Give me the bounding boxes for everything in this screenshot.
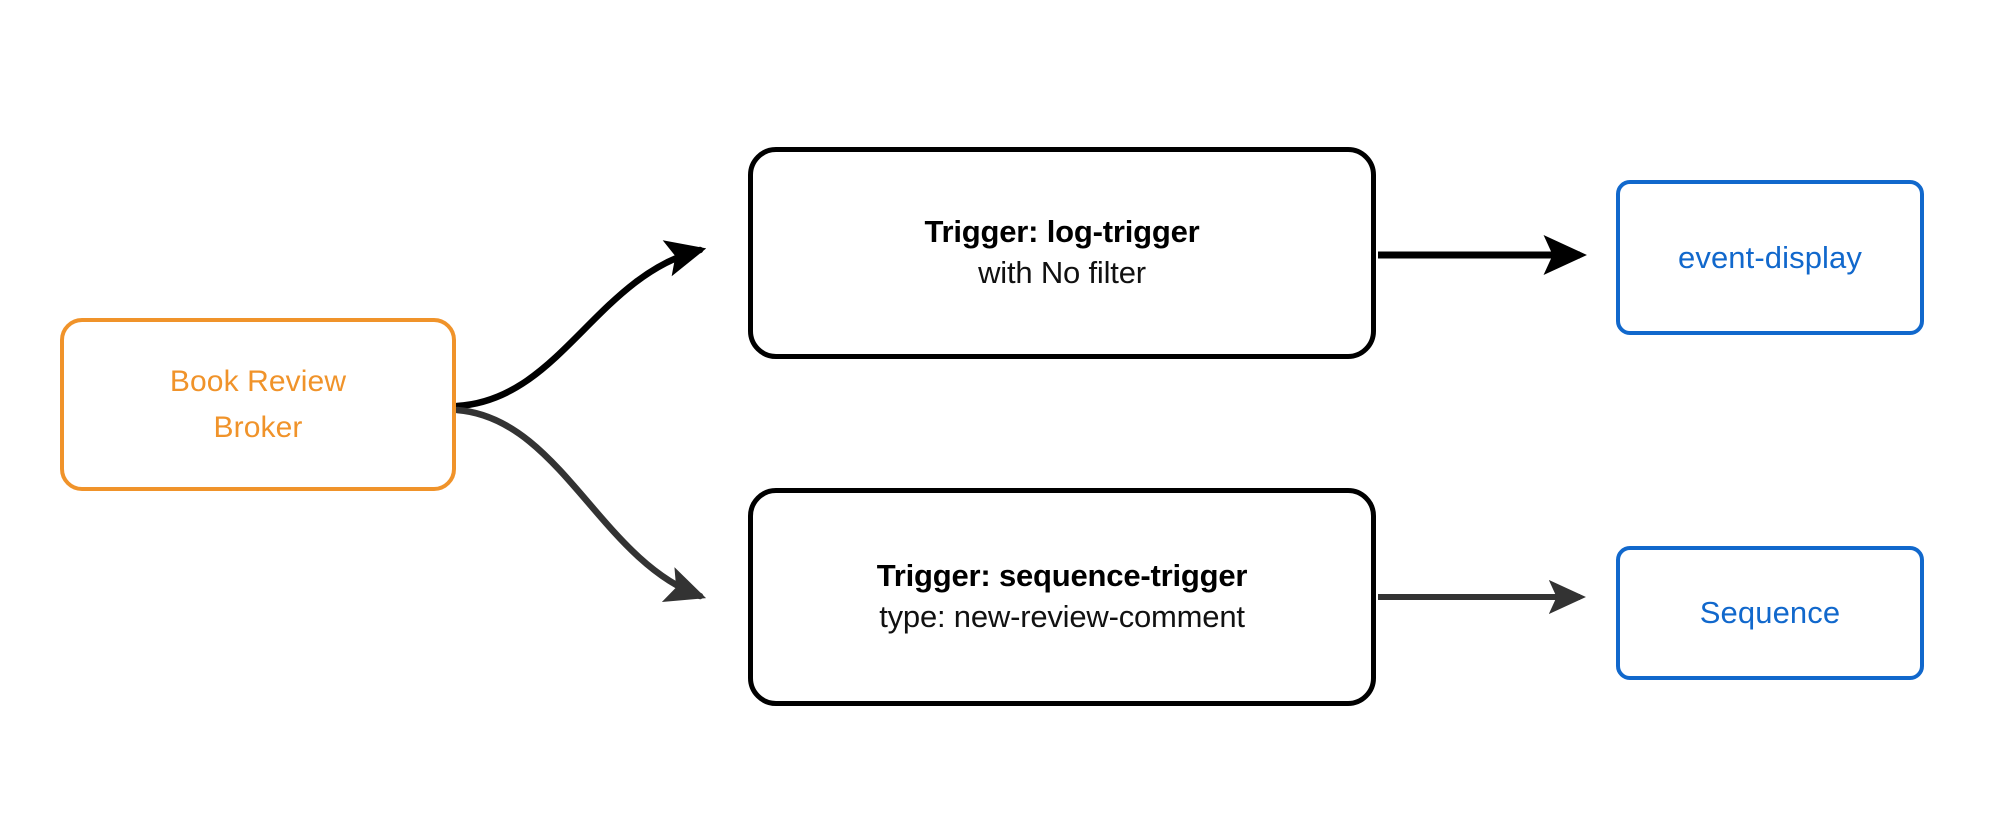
node-log-trigger[interactable]: Trigger: log-trigger with No filter	[748, 147, 1376, 359]
event-display-label: event-display	[1678, 239, 1862, 275]
sequence-trigger-subtitle: type: new-review-comment	[879, 599, 1245, 634]
broker-label-line2: Broker	[213, 410, 303, 444]
node-event-display[interactable]: event-display	[1616, 180, 1924, 335]
node-book-review-broker[interactable]: Book Review Broker	[60, 318, 456, 491]
broker-label-line1: Book Review	[169, 364, 347, 398]
sequence-trigger-title: Trigger: sequence-trigger	[876, 558, 1248, 594]
log-trigger-title: Trigger: log-trigger	[924, 214, 1200, 250]
log-trigger-subtitle: with No filter	[978, 255, 1146, 290]
edge-broker-to-log-trigger	[453, 240, 707, 410]
node-sequence-trigger[interactable]: Trigger: sequence-trigger type: new-revi…	[748, 488, 1376, 706]
node-sequence[interactable]: Sequence	[1616, 546, 1924, 680]
sequence-label: Sequence	[1699, 595, 1841, 630]
edge-broker-to-sequence-trigger	[453, 406, 707, 602]
